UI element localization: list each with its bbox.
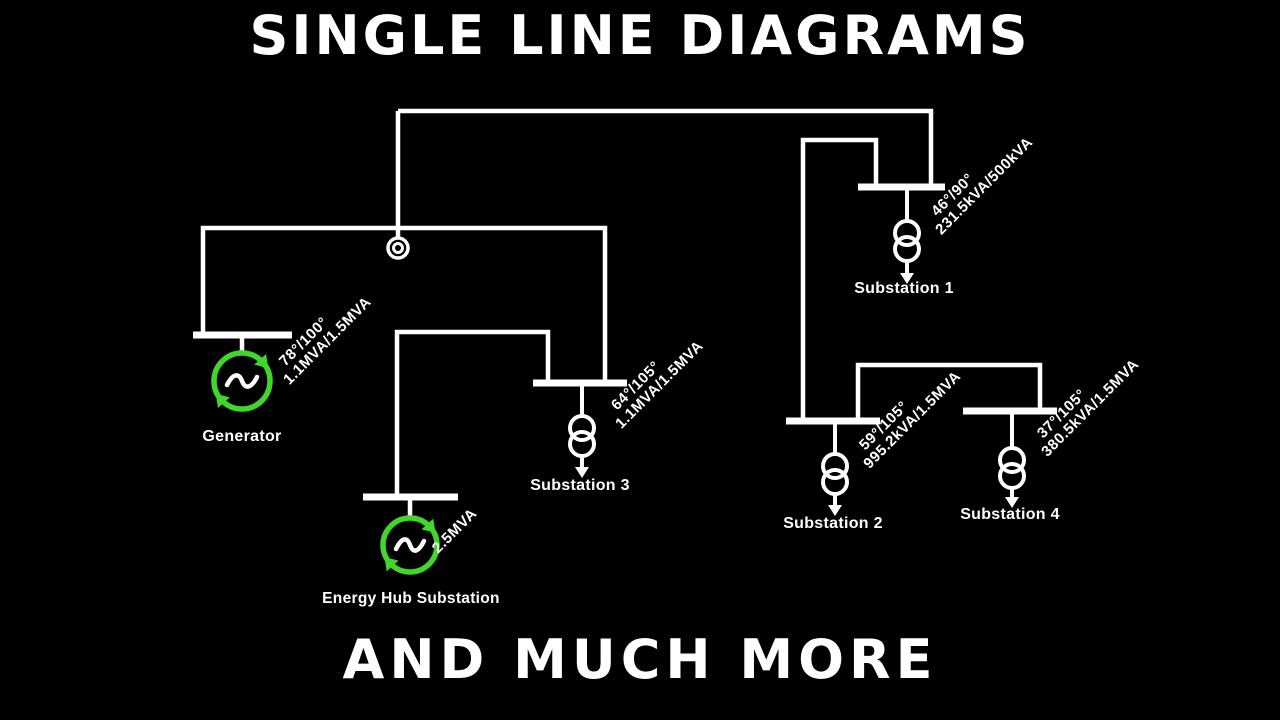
node-outer-ring <box>386 236 410 260</box>
substation1-xfmr-coil2 <box>893 235 921 263</box>
connection-node-icon <box>386 236 410 260</box>
substation2-transformer-icon <box>821 421 849 516</box>
energy-hub-branch: Energy Hub Substation 2.5MVA <box>322 493 500 607</box>
energy-hub-arrow-2 <box>384 557 399 572</box>
energy-hub-sine-icon <box>393 537 427 553</box>
energy-hub-feeder-line <box>394 329 551 497</box>
subtitle: AND MUCH MORE <box>342 628 938 691</box>
substation3-rating: 64°/105° 1.1MVA/1.5MVA <box>608 338 707 433</box>
substation2-xfmr-coil1 <box>821 452 849 480</box>
node-inner-ring <box>392 242 404 254</box>
energy-hub-rating-line1: 2.5MVA <box>429 505 481 557</box>
top-trunk-line <box>398 108 934 187</box>
energy-hub-circle <box>380 515 440 575</box>
substation4-xfmr-coil1 <box>998 446 1026 474</box>
central-distribution-line <box>200 225 608 383</box>
substation4-xfmr-coil2 <box>998 462 1026 490</box>
substation2-xfmr-coil2 <box>821 468 849 496</box>
substation1-arrow-icon <box>900 273 914 284</box>
substation2-label: Substation 2 <box>783 515 883 532</box>
generator-arrow-1 <box>254 353 269 369</box>
energy-hub-generator-icon <box>380 515 440 575</box>
trunk-wiring <box>200 108 1043 497</box>
energy-hub-rating: 2.5MVA <box>429 505 481 557</box>
substation1-transformer-icon <box>893 187 921 284</box>
energy-hub-arrow-1 <box>421 518 436 533</box>
substation4-rating: 37°/105° 380.5kVA/1.5MVA <box>1034 356 1142 460</box>
substation1-label: Substation 1 <box>854 280 954 297</box>
substation1-rating: 46°/90° 231.5kVA/500kVA <box>928 134 1036 238</box>
substation2-arrow-icon <box>828 505 842 516</box>
substation3-arrow-icon <box>575 467 589 478</box>
generator-branch: Generator 78°/100° 1.1MVA/1.5MVA <box>193 294 375 445</box>
energy-hub-label: Energy Hub Substation <box>322 590 500 607</box>
substation2-branch: Substation 2 59°/105° 995.2kVA/1.5MVA <box>783 368 964 532</box>
substation3-transformer-icon <box>568 383 596 478</box>
generator-icon <box>211 350 273 412</box>
substation3-branch: Substation 3 64°/105° 1.1MVA/1.5MVA <box>530 338 707 494</box>
substation1-xfmr-coil1 <box>893 219 921 247</box>
substation3-xfmr-coil1 <box>568 414 596 442</box>
substation3-label: Substation 3 <box>530 477 630 494</box>
substation3-xfmr-coil2 <box>568 430 596 458</box>
sub2-to-sub4-feeder-line <box>855 362 1043 421</box>
substation4-transformer-icon <box>998 411 1026 508</box>
substation2-rating: 59°/105° 995.2kVA/1.5MVA <box>856 368 964 472</box>
generator-label: Generator <box>202 428 281 445</box>
generator-circle <box>211 350 273 412</box>
substation4-arrow-icon <box>1005 497 1019 508</box>
generator-sine-icon <box>224 373 260 389</box>
generator-arrow-2 <box>215 393 230 409</box>
substation4-label: Substation 4 <box>960 506 1060 523</box>
substation1-branch: Substation 1 46°/90° 231.5kVA/500kVA <box>854 134 1036 297</box>
substation1-rating-line2: 231.5kVA/500kVA <box>932 134 1036 238</box>
sub1-to-sub2-feeder-line <box>800 137 879 421</box>
page-title: SINGLE LINE DIAGRAMS <box>249 4 1031 67</box>
substation4-branch: Substation 4 37°/105° 380.5kVA/1.5MVA <box>960 356 1142 523</box>
